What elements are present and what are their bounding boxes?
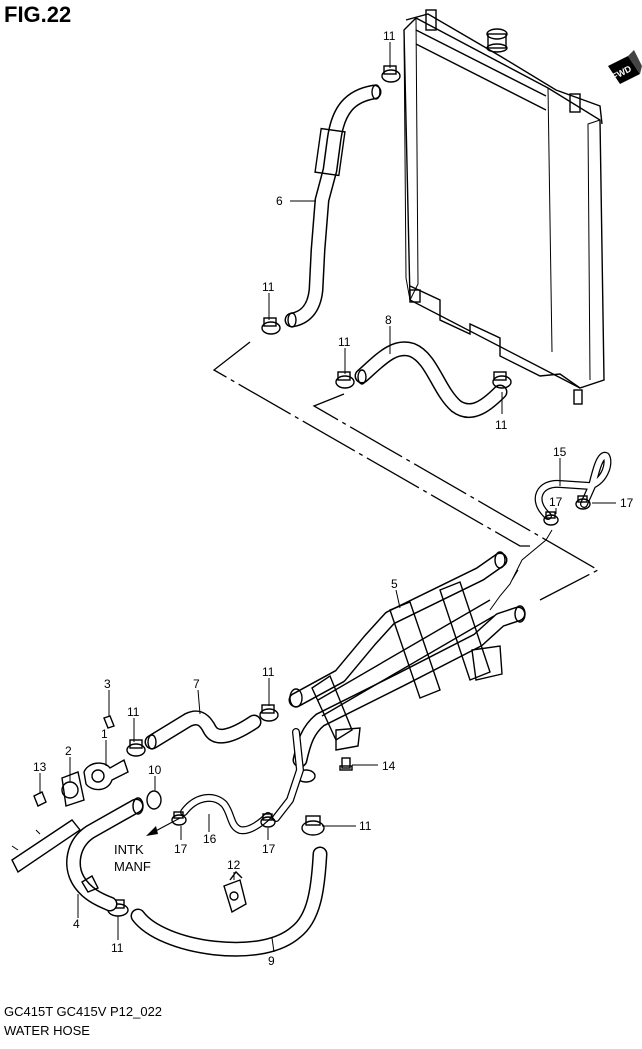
hose-16 xyxy=(180,793,272,835)
callout-12: 12 xyxy=(227,858,241,872)
hose-8 xyxy=(354,341,508,419)
hose-6 xyxy=(284,84,382,328)
callout-11-hose4: 11 xyxy=(111,941,124,955)
callout-10: 10 xyxy=(148,763,162,777)
clamp-17-b xyxy=(575,495,591,510)
reference-lines xyxy=(212,341,600,601)
callout-11-pipe: 11 xyxy=(359,819,372,833)
clamp-17-c xyxy=(171,811,187,826)
callout-17-c: 17 xyxy=(174,842,188,856)
callout-labels: 11 6 11 8 11 11 15 17 17 5 3 7 11 2 1 11… xyxy=(33,29,634,968)
clamp-11-d xyxy=(492,371,512,389)
clamp-11-c xyxy=(335,371,355,389)
callout-15: 15 xyxy=(553,445,567,459)
callout-8: 8 xyxy=(385,313,392,327)
callout-7: 7 xyxy=(193,677,200,691)
callout-9: 9 xyxy=(268,954,275,968)
bolt-3 xyxy=(103,715,115,729)
callout-11-hose6-lower: 11 xyxy=(262,280,275,294)
clamp-11-a xyxy=(381,65,401,83)
clamp-11-e xyxy=(259,704,279,722)
callout-4: 4 xyxy=(73,917,80,931)
callout-3: 3 xyxy=(104,677,111,691)
thermostat-cap-1 xyxy=(83,758,129,791)
clamp-12 xyxy=(223,870,247,914)
leader-lines xyxy=(39,42,616,953)
hose-4 xyxy=(66,797,144,912)
callout-6: 6 xyxy=(276,194,283,208)
callout-1: 1 xyxy=(101,727,108,741)
callout-11-hose8-right: 11 xyxy=(495,418,508,432)
bolt-13 xyxy=(33,791,47,807)
intake-arrow xyxy=(146,817,181,836)
callout-14: 14 xyxy=(382,759,396,773)
bolt-14 xyxy=(339,757,353,771)
diagram-name: WATER HOSE xyxy=(4,1023,90,1038)
fwd-badge: FWD xyxy=(608,50,642,84)
o-ring-10 xyxy=(146,790,162,810)
thermostat-2 xyxy=(61,771,85,807)
callout-17-d: 17 xyxy=(262,842,276,856)
callout-13: 13 xyxy=(33,760,47,774)
clamp-17-d xyxy=(260,813,276,828)
hose-7 xyxy=(144,710,262,750)
callout-16: 16 xyxy=(203,832,217,846)
clamp-11-b xyxy=(261,317,281,335)
clamp-11-f xyxy=(126,739,146,757)
pipe-5 xyxy=(272,529,553,822)
engine-bracket xyxy=(11,819,82,874)
hose-15 xyxy=(534,451,612,520)
callout-11-hose7: 11 xyxy=(262,665,275,679)
callout-17-a: 17 xyxy=(549,495,563,509)
clamp-17-a xyxy=(543,511,559,526)
model-code: GC415T GC415V P12_022 xyxy=(4,1004,163,1019)
callout-17-b: 17 xyxy=(620,496,634,510)
callout-11-top: 11 xyxy=(383,29,396,43)
callout-11-thermostat: 11 xyxy=(127,705,140,719)
callout-11-hose8-left: 11 xyxy=(338,335,351,349)
hose-9 xyxy=(130,846,328,957)
radiator xyxy=(403,9,605,405)
clamp-11-g xyxy=(301,815,325,836)
callout-2: 2 xyxy=(65,744,72,758)
intake-label-line1: INTK xyxy=(114,842,144,857)
intake-label-line2: MANF xyxy=(114,859,151,874)
clamps-11 xyxy=(107,65,512,917)
callout-5: 5 xyxy=(391,577,398,591)
figure-title: FIG.22 xyxy=(4,2,72,27)
